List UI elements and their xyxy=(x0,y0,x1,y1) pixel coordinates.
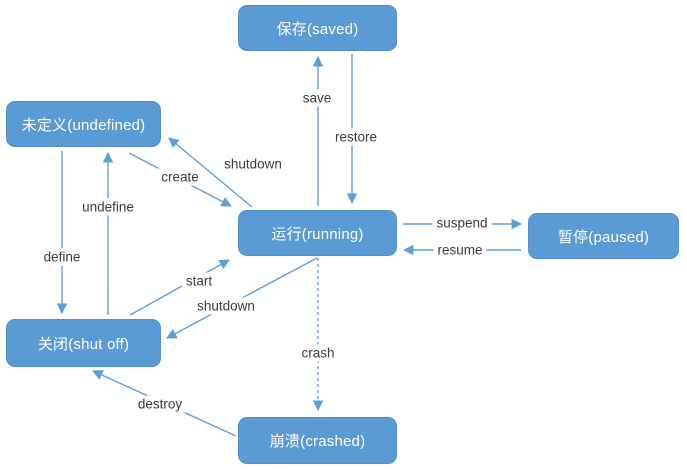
state-node-saved: 保存(saved) xyxy=(238,5,397,51)
edge-label-destroy: destroy xyxy=(133,395,187,413)
edge-label-suspend: suspend xyxy=(432,214,492,232)
edge-shutdown-to-undefined-arrow xyxy=(168,137,253,208)
edge-label-start: start xyxy=(181,272,217,290)
state-node-shutoff: 关闭(shut off) xyxy=(6,319,161,367)
state-node-crashed: 崩溃(crashed) xyxy=(238,417,397,464)
edge-label-shutdown-bottom: shutdown xyxy=(193,297,259,315)
state-node-paused: 暂停(paused) xyxy=(528,213,679,259)
edge-label-undefine: undefine xyxy=(78,198,138,216)
edge-label-shutdown-top: shutdown xyxy=(220,155,286,173)
edge-label-restore: restore xyxy=(330,128,382,146)
edge-label-crash: crash xyxy=(297,344,339,362)
state-node-undefined: 未定义(undefined) xyxy=(6,101,161,147)
edge-label-create: create xyxy=(157,168,203,186)
edge-start-arrow xyxy=(129,259,230,316)
edge-label-define: define xyxy=(39,248,85,266)
edge-label-save: save xyxy=(298,89,336,107)
state-node-running: 运行(running) xyxy=(238,210,397,256)
edge-label-resume: resume xyxy=(433,241,487,259)
